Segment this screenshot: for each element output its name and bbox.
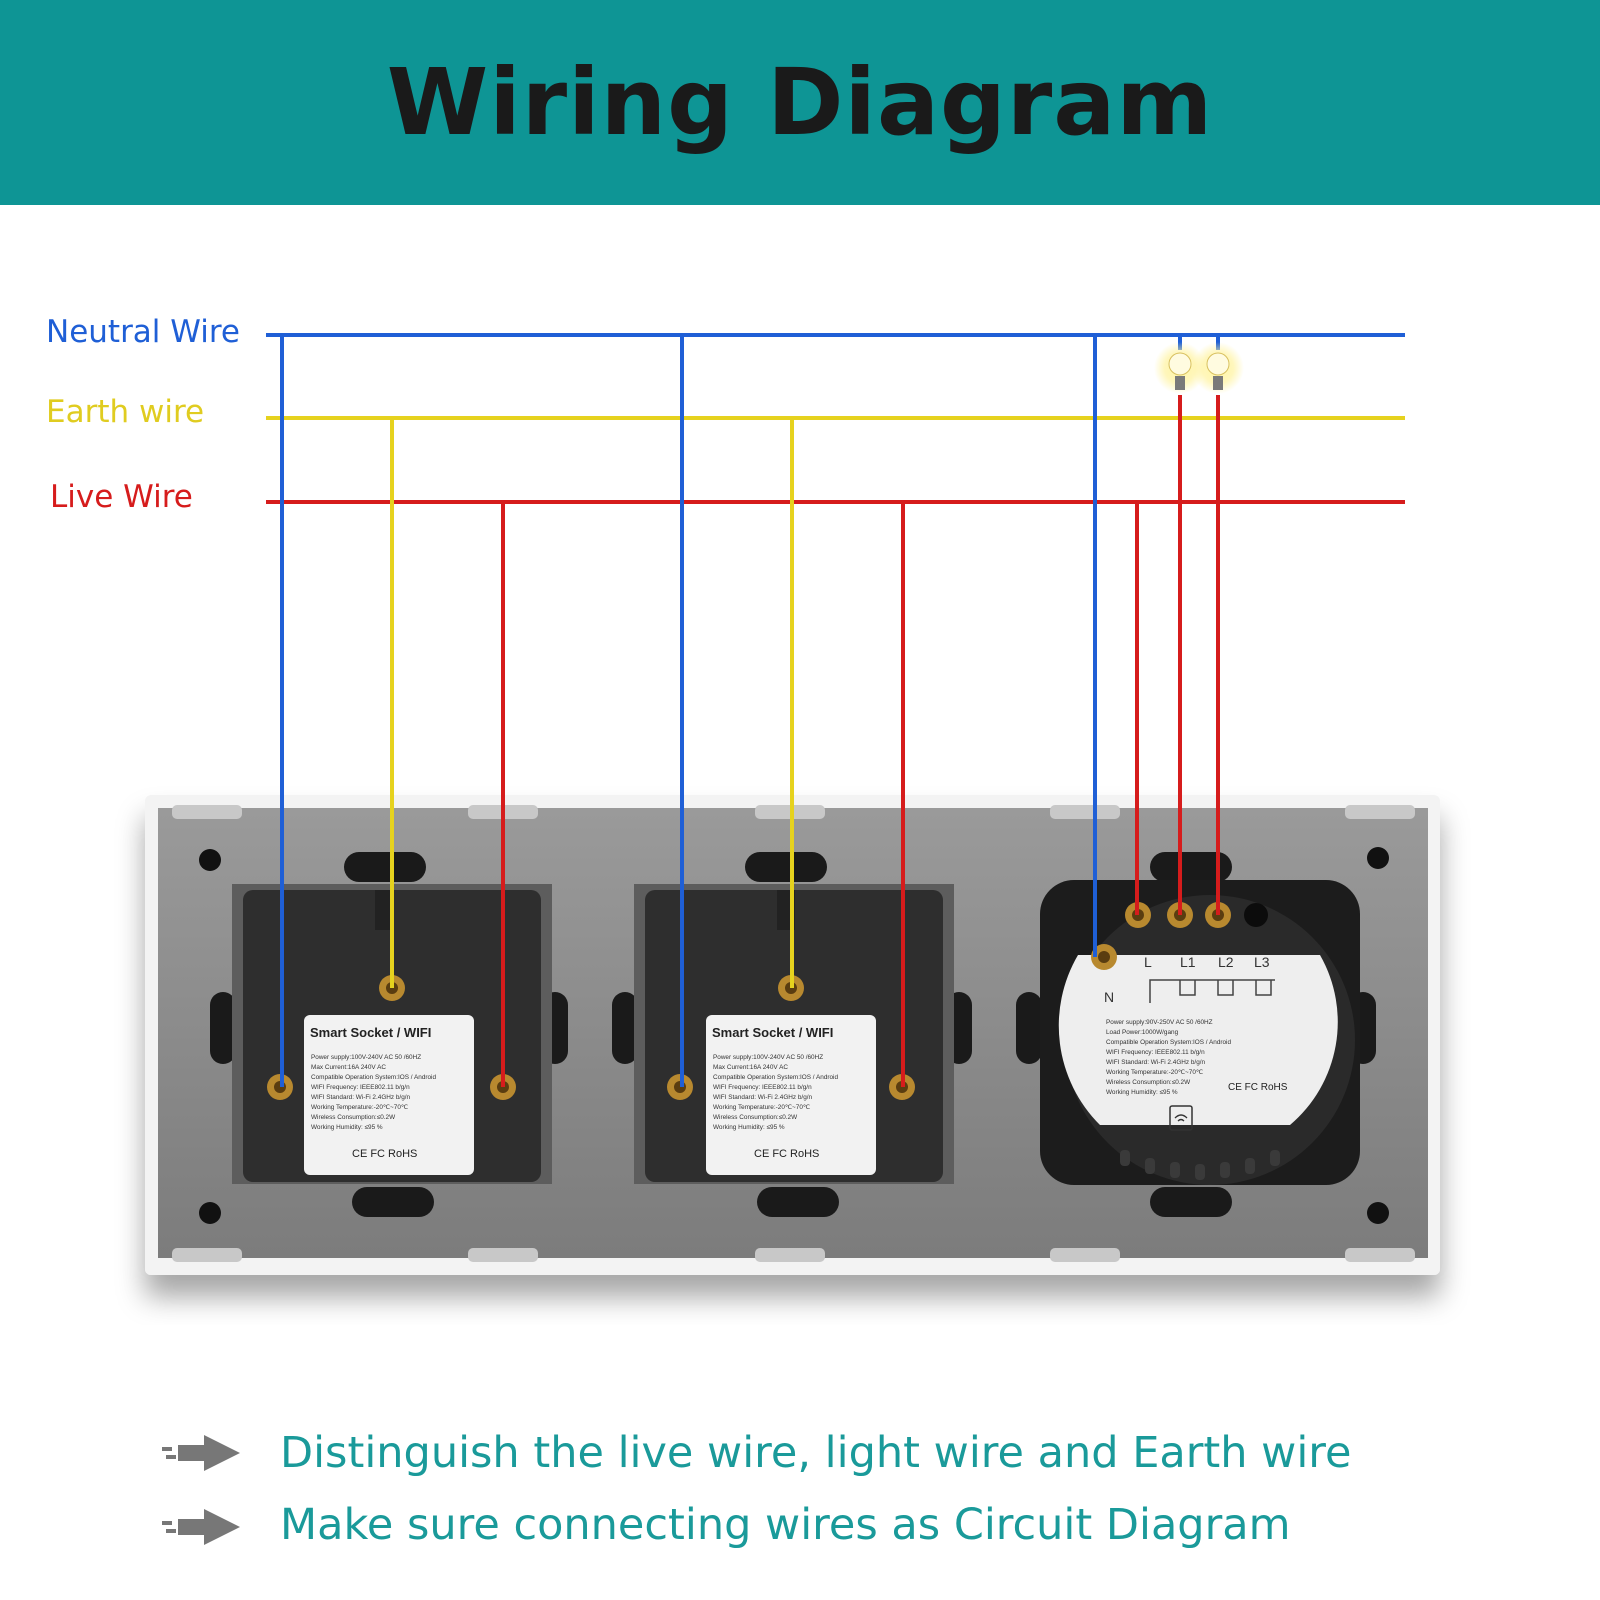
header-banner: Wiring Diagram (0, 0, 1600, 205)
live-wire-label: Live Wire (50, 479, 193, 515)
note-2: Make sure connecting wires as Circuit Di… (280, 1500, 1291, 1550)
switch-spec: WIFI Frequency: IEEE802.11 b/g/n (1106, 1049, 1205, 1056)
terminal-l1-label: L1 (1180, 954, 1196, 970)
wifi-icon (1169, 1105, 1193, 1131)
neutral-wire-label: Neutral Wire (46, 314, 240, 350)
switch-spec: Load Power:1000W/gang (1106, 1029, 1179, 1036)
socket-2-spec: Max Current:16A 240V AC (713, 1064, 788, 1071)
note-1: Distinguish the live wire, light wire an… (280, 1428, 1352, 1478)
earth-wire-label: Earth wire (46, 394, 205, 430)
socket-2-spec: Working Temperature:-20℃~70℃ (713, 1104, 810, 1111)
light-bulb-icon (1192, 342, 1244, 394)
socket-2-spec: Power supply:100V-240V AC 50 /60HZ (713, 1054, 823, 1061)
socket-2-spec: Working Humidity: ≤95 % (713, 1124, 785, 1131)
socket-2-title: Smart Socket / WIFI (712, 1025, 833, 1040)
socket-module-2: Smart Socket / WIFI Power supply:100V-24… (634, 884, 954, 1184)
switch-cert: CE FC RoHS (1228, 1082, 1288, 1093)
terminal-l-label: L (1144, 954, 1152, 970)
switch-spec: Compatible Operation System:IOS / Androi… (1106, 1039, 1231, 1046)
socket-2-spec: Compatible Operation System:IOS / Androi… (713, 1074, 838, 1081)
socket-1-spec: Working Humidity: ≤95 % (311, 1124, 383, 1131)
wiring-diagram: Smart Socket / WIFI Power supply:100V-24… (145, 333, 1440, 1275)
socket-1-title: Smart Socket / WIFI (310, 1025, 431, 1040)
terminal-n-label: N (1104, 989, 1114, 1005)
socket-2-cert: CE FC RoHS (754, 1148, 819, 1160)
socket-2-spec: WIFI Frequency: IEEE802.11 b/g/n (713, 1084, 812, 1091)
page-title: Wiring Diagram (386, 49, 1214, 156)
arrow-icon (162, 1509, 240, 1545)
switch-module: L L1 L2 L3 N Power supply:90V-250V AC 50… (1040, 880, 1360, 1185)
socket-1-spec: WIFI Frequency: IEEE802.11 b/g/n (311, 1084, 410, 1091)
socket-2-spec: Wireless Consumption:≤0.2W (713, 1114, 798, 1121)
switch-specs: Power supply:90V-250V AC 50 /60HZ Load P… (1106, 1019, 1231, 1096)
switch-spec: WIFI Standard: Wi-Fi 2.4GHz b/g/n (1106, 1059, 1206, 1066)
switch-spec: Power supply:90V-250V AC 50 /60HZ (1106, 1019, 1213, 1026)
light-bulb-icon (1154, 342, 1206, 394)
socket-2-spec: WIFI Standard: Wi-Fi 2.4GHz b/g/n (713, 1094, 813, 1101)
socket-1-spec: WIFI Standard: Wi-Fi 2.4GHz b/g/n (311, 1094, 411, 1101)
socket-1-spec: Working Temperature:-20℃~70℃ (311, 1104, 408, 1111)
switch-spec: Working Temperature:-20℃~70℃ (1106, 1069, 1203, 1076)
switch-spec: Wireless Consumption:≤0.2W (1106, 1079, 1191, 1086)
arrow-icon (162, 1435, 240, 1471)
switch-spec: Working Humidity: ≤95 % (1106, 1089, 1178, 1096)
socket-2-specs: Power supply:100V-240V AC 50 /60HZ Max C… (713, 1054, 838, 1131)
socket-1-spec: Wireless Consumption:≤0.2W (311, 1114, 396, 1121)
terminal-l3-label: L3 (1254, 954, 1270, 970)
socket-1-cert: CE FC RoHS (352, 1148, 417, 1160)
socket-1-specs: Power supply:100V-240V AC 50 /60HZ Max C… (311, 1054, 436, 1131)
socket-1-spec: Power supply:100V-240V AC 50 /60HZ (311, 1054, 421, 1061)
socket-1-spec: Max Current:16A 240V AC (311, 1064, 386, 1071)
socket-1-spec: Compatible Operation System:IOS / Androi… (311, 1074, 436, 1081)
terminal-l2-label: L2 (1218, 954, 1234, 970)
